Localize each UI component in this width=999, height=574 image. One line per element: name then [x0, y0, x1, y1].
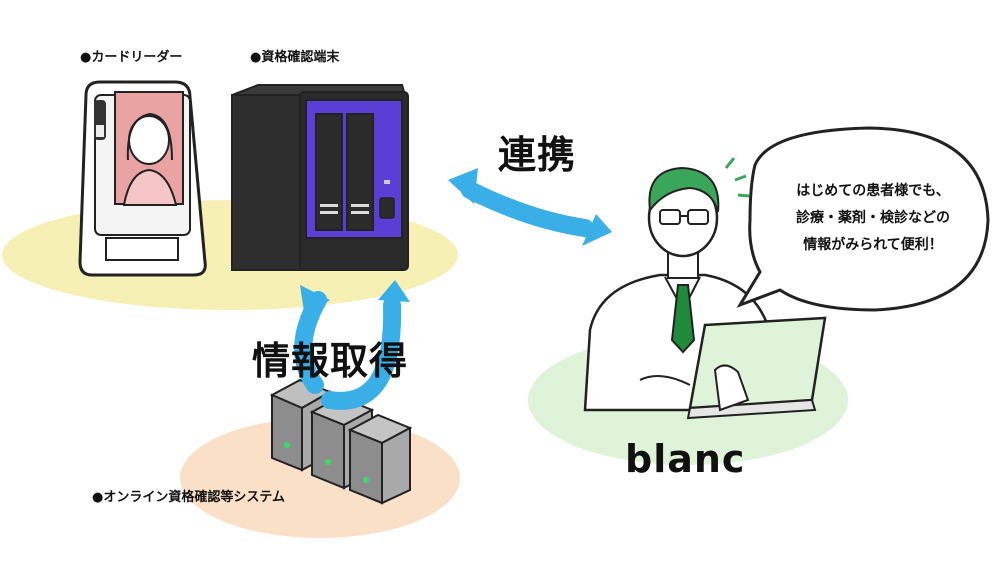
- terminal-label: ●資格確認端末: [250, 50, 340, 65]
- tie: [670, 284, 696, 354]
- hair: [648, 166, 720, 213]
- terminal-device: [231, 84, 409, 271]
- acquire-cycle-arrows: [294, 280, 410, 410]
- system-label: ●オンライン資格確認等システム: [92, 490, 285, 505]
- card-reader-label: ●カードリーダー: [80, 50, 183, 65]
- speech-line: はじめての患者様でも、: [796, 183, 950, 199]
- speech-bubble: [736, 126, 990, 312]
- link-arrow: [448, 168, 612, 246]
- link-label: 連携: [498, 133, 577, 177]
- speech-line: 情報がみられて便利！: [803, 237, 943, 253]
- doctor-illustration: [583, 157, 827, 420]
- card-reader-device: [78, 80, 207, 277]
- speech-text: はじめての患者様でも、 診療・薬剤・検診などの 情報がみられて便利！: [778, 178, 968, 259]
- speech-line: 診療・薬剤・検診などの: [796, 210, 950, 226]
- acquire-label: 情報取得: [252, 339, 409, 383]
- card-slot: [105, 237, 179, 261]
- laptop: [688, 316, 827, 410]
- product-name: blanc: [625, 437, 746, 481]
